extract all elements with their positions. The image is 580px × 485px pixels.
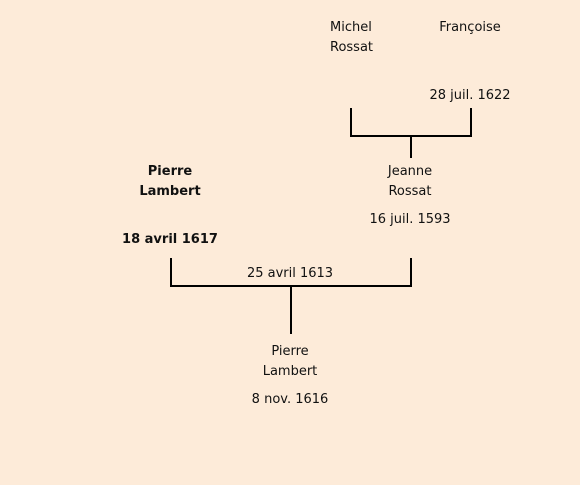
- date-pierre-lambert-father: 18 avril 1617: [122, 232, 218, 247]
- first-name: Pierre: [271, 344, 309, 359]
- first-name: Françoise: [439, 20, 501, 35]
- connector-line: [350, 108, 352, 136]
- person-pierre-lambert-child[interactable]: Pierre Lambert: [263, 342, 318, 382]
- marriage-date: 25 avril 1613: [246, 266, 334, 281]
- person-michel-rossat[interactable]: Michel Rossat: [330, 18, 373, 58]
- date-jeanne-rossat: 16 juil. 1593: [369, 212, 451, 227]
- date-francoise: 28 juil. 1622: [429, 88, 511, 103]
- person-pierre-lambert-father[interactable]: Pierre Lambert: [139, 162, 200, 202]
- connector-line: [470, 108, 472, 136]
- connector-line: [410, 136, 412, 158]
- person-francoise[interactable]: Françoise: [439, 18, 501, 38]
- first-name: Pierre: [147, 164, 193, 179]
- person-jeanne-rossat[interactable]: Jeanne Rossat: [388, 162, 432, 202]
- first-name: Jeanne: [387, 164, 433, 179]
- first-name: Michel: [330, 20, 372, 35]
- connector-line: [170, 258, 172, 286]
- last-name: Rossat: [388, 184, 432, 199]
- last-name: Lambert: [139, 184, 201, 199]
- last-name: Rossat: [330, 40, 374, 55]
- connector-line: [410, 258, 412, 286]
- last-name: Lambert: [262, 364, 318, 379]
- connector-line: [290, 286, 292, 334]
- date-pierre-lambert-child: 8 nov. 1616: [251, 392, 329, 407]
